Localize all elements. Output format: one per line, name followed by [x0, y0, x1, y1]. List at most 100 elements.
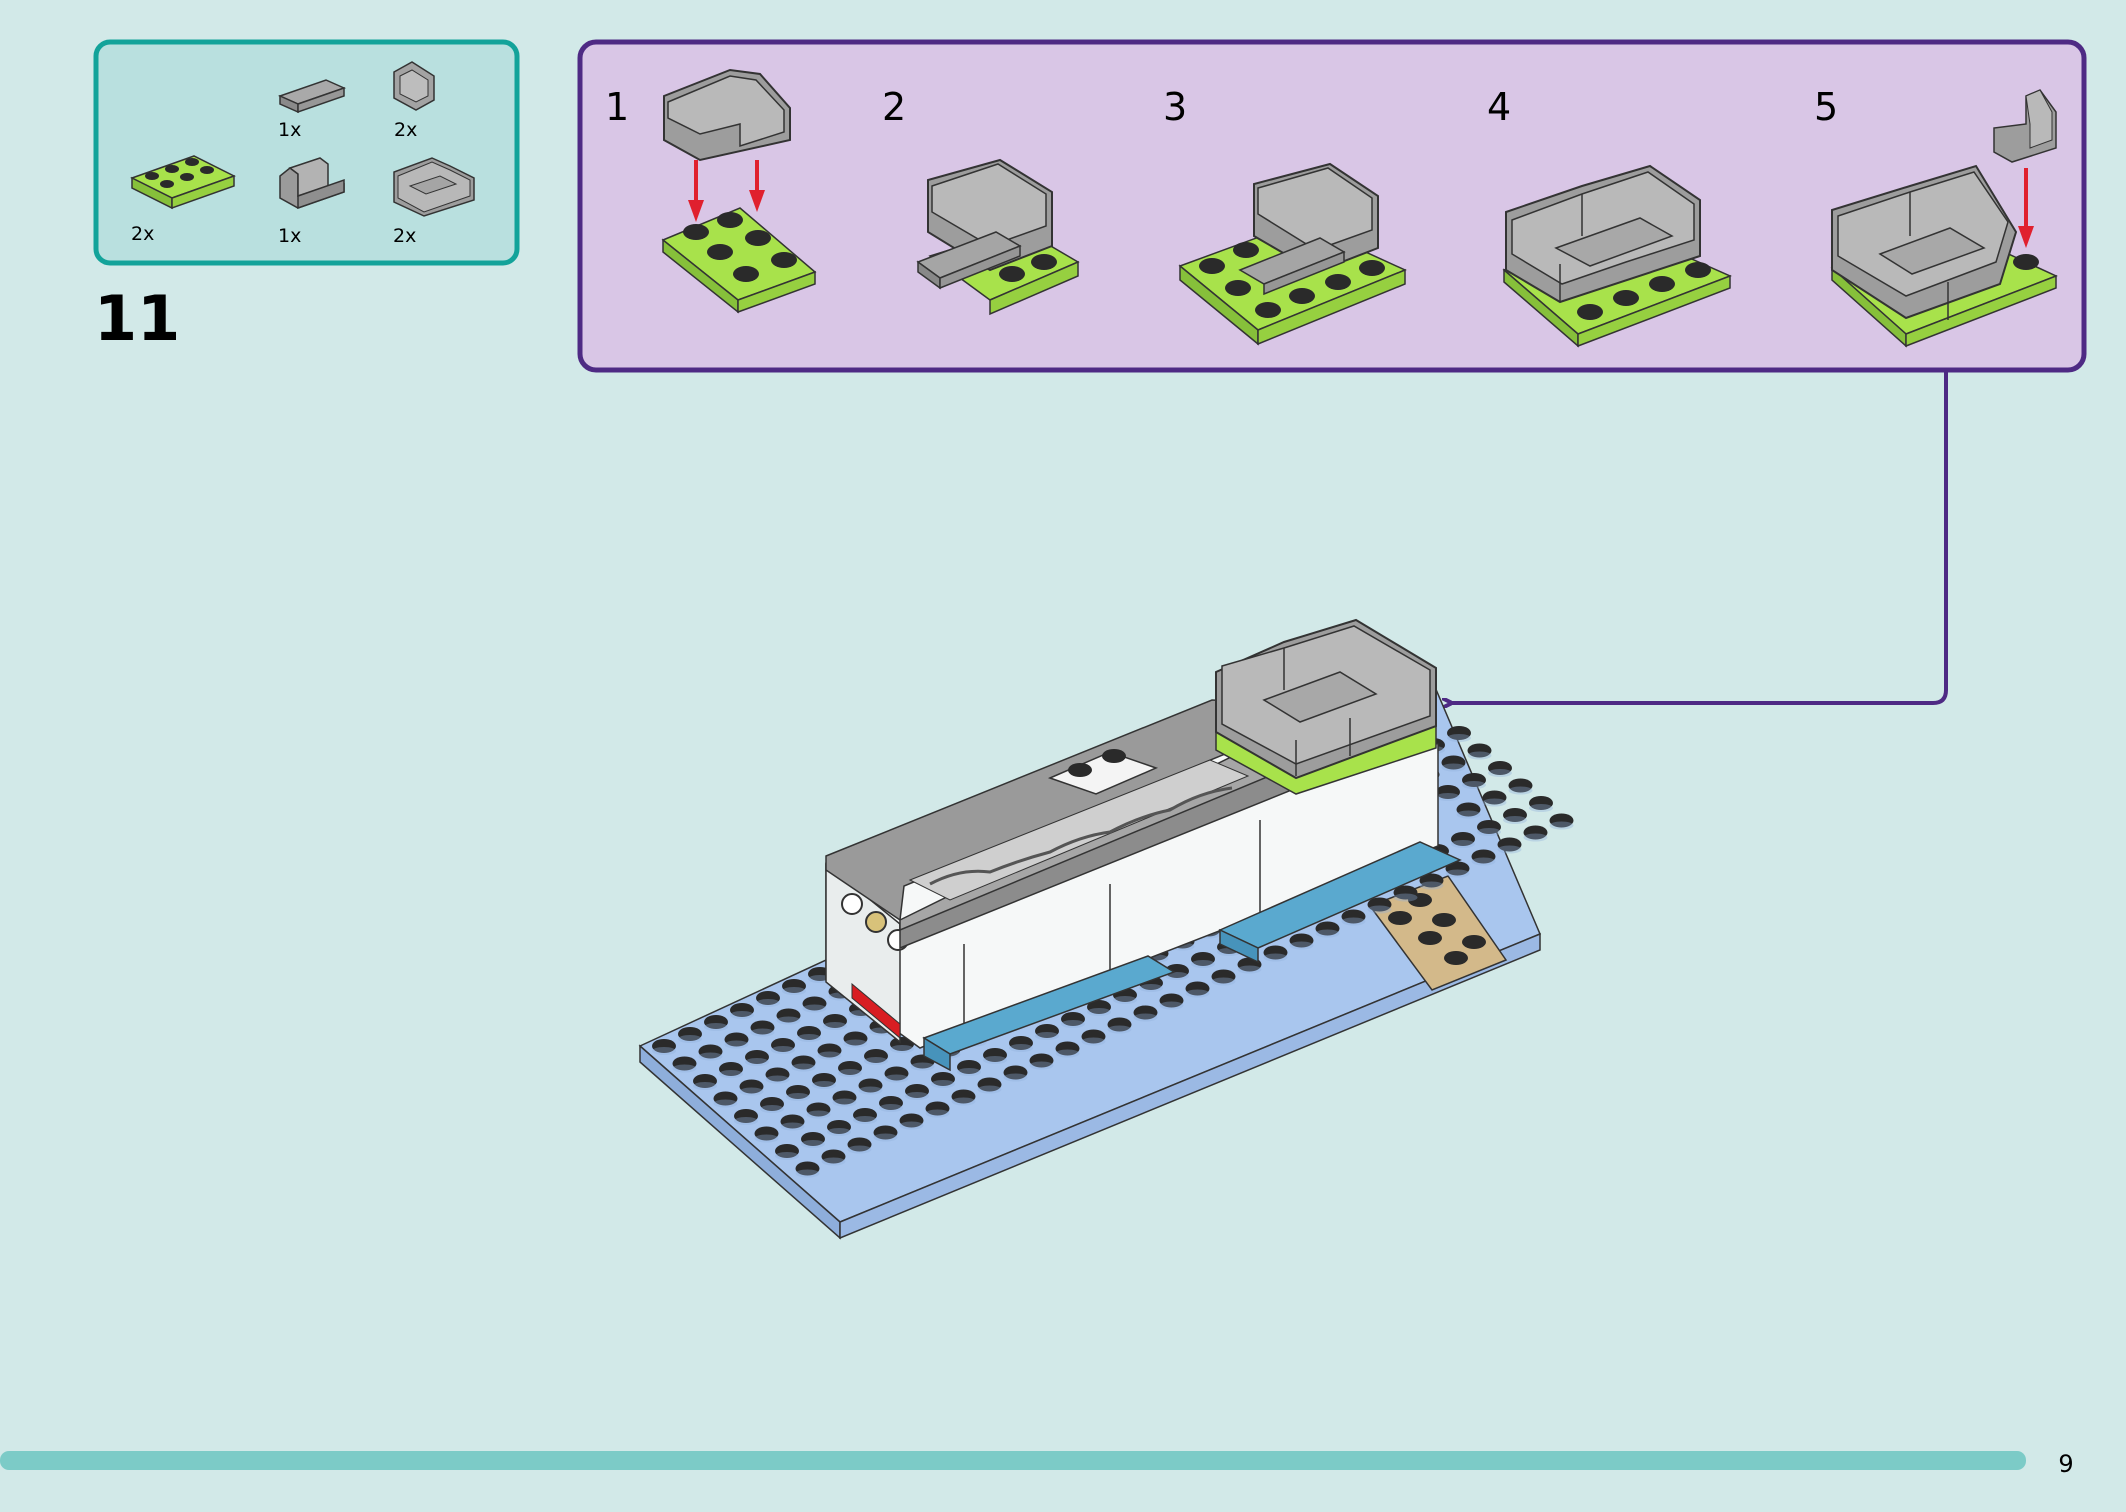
baseplate-stud-shadow — [1467, 751, 1492, 760]
baseplate-stud — [884, 1066, 909, 1081]
baseplate-stud — [745, 1050, 769, 1064]
baseplate-stud-shadow — [812, 1081, 836, 1089]
baseplate-stud — [1549, 813, 1574, 828]
baseplate-stud — [1471, 849, 1496, 864]
baseplate-stud — [1009, 1036, 1033, 1050]
baseplate-stud-shadow — [1393, 893, 1418, 902]
baseplate-stud-shadow — [1061, 1020, 1085, 1028]
substep-5-illustration — [1830, 89, 2058, 348]
baseplate-stud — [1436, 785, 1460, 799]
baseplate-stud — [678, 1027, 702, 1041]
baseplate-stud-shadow — [1289, 941, 1314, 950]
callout-connector-arrow — [1450, 372, 1948, 703]
main-model-illustration — [638, 618, 1574, 1240]
baseplate-stud — [1003, 1065, 1028, 1080]
baseplate-stud — [775, 1144, 799, 1158]
baseplate-stud-shadow — [957, 1068, 981, 1076]
baseplate-stud — [756, 991, 780, 1005]
baseplate-stud — [786, 1085, 810, 1099]
baseplate-stud — [734, 1109, 758, 1123]
baseplate-stud-shadow — [1503, 816, 1527, 824]
baseplate-stud — [1456, 802, 1481, 817]
baseplate-stud — [698, 1044, 723, 1059]
baseplate-stud — [791, 1055, 816, 1070]
baseplate-stud — [1467, 743, 1492, 758]
baseplate-stud — [801, 1132, 825, 1146]
baseplate-stud-shadow — [704, 1023, 728, 1031]
baseplate-stud-shadow — [775, 1152, 799, 1160]
baseplate-stud-shadow — [1107, 1025, 1132, 1034]
substep-4-illustration — [1502, 164, 1732, 348]
baseplate-stud — [977, 1077, 1002, 1092]
baseplate-stud — [704, 1015, 728, 1029]
baseplate-stud — [672, 1056, 697, 1071]
baseplate-stud — [1185, 981, 1210, 996]
baseplate-stud — [957, 1060, 981, 1074]
step-number: 11 — [94, 282, 180, 355]
baseplate-stud — [838, 1061, 862, 1075]
baseplate-stud-shadow — [713, 1099, 738, 1108]
baseplate-stud — [890, 1037, 914, 1051]
baseplate-stud-shadow — [1159, 1001, 1184, 1010]
baseplate-stud-shadow — [1191, 960, 1215, 968]
baseplate-stud — [1061, 1012, 1085, 1026]
baseplate-stud-shadow — [873, 1133, 898, 1142]
baseplate-stud — [1462, 773, 1486, 787]
baseplate-stud-shadow — [1508, 786, 1533, 795]
baseplate-stud-shadow — [745, 1058, 769, 1066]
part-qty-grey-panel: 1x — [278, 225, 301, 247]
part-qty-grey-tile: 1x — [278, 119, 301, 141]
baseplate-stud-shadow — [750, 1028, 775, 1037]
baseplate-stud — [1508, 778, 1533, 793]
footer-progress-bar — [0, 1451, 2026, 1470]
baseplate-stud-shadow — [1133, 1013, 1158, 1022]
baseplate-stud-shadow — [827, 1128, 851, 1136]
baseplate-stud — [821, 1149, 846, 1164]
baseplate-stud-shadow — [1165, 972, 1189, 980]
baseplate-stud-shadow — [910, 1062, 935, 1071]
baseplate-stud — [760, 1097, 784, 1111]
baseplate-stud — [879, 1096, 903, 1110]
substep-number-2: 2 — [882, 85, 906, 129]
baseplate-stud-shadow — [1529, 804, 1553, 812]
baseplate-stud-shadow — [925, 1109, 950, 1118]
baseplate-stud — [1165, 964, 1189, 978]
baseplate-stud-shadow — [1456, 810, 1481, 819]
baseplate-stud — [864, 1049, 888, 1063]
baseplate-stud-shadow — [771, 1046, 795, 1054]
baseplate-stud — [1529, 796, 1553, 810]
baseplate-stud-shadow — [734, 1117, 758, 1125]
baseplate-stud — [858, 1078, 883, 1093]
grey-tile-part-icon — [277, 79, 347, 114]
baseplate-stud-shadow — [797, 1034, 821, 1042]
baseplate-stud-shadow — [698, 1052, 723, 1061]
baseplate-stud-shadow — [719, 1070, 743, 1078]
baseplate-stud-shadow — [760, 1105, 784, 1113]
baseplate-stud — [1447, 726, 1471, 740]
baseplate-stud-shadow — [1087, 1008, 1111, 1016]
part-qty-lime-plate: 2x — [131, 223, 154, 245]
baseplate-stud — [1159, 993, 1184, 1008]
baseplate-stud — [1477, 820, 1501, 834]
baseplate-stud — [1055, 1041, 1080, 1056]
baseplate-stud — [899, 1113, 924, 1128]
baseplate-stud — [823, 1014, 847, 1028]
baseplate-stud — [806, 1102, 831, 1117]
baseplate-stud-shadow — [1451, 840, 1475, 848]
baseplate-stud-shadow — [1497, 845, 1522, 854]
baseplate-stud — [776, 1008, 801, 1023]
baseplate-stud-shadow — [890, 1045, 914, 1053]
baseplate-stud — [983, 1048, 1007, 1062]
baseplate-stud — [873, 1125, 898, 1140]
baseplate-stud — [1081, 1029, 1106, 1044]
lime-plate-part-icon — [130, 155, 236, 210]
baseplate-stud-shadow — [1113, 996, 1137, 1004]
baseplate-stud — [1315, 921, 1340, 936]
baseplate-stud — [812, 1073, 836, 1087]
baseplate-stud-shadow — [983, 1056, 1007, 1064]
page-number: 9 — [2058, 1450, 2073, 1478]
baseplate-stud-shadow — [1471, 857, 1496, 866]
baseplate-stud-shadow — [1035, 1032, 1059, 1040]
baseplate-stud-shadow — [801, 1140, 825, 1148]
